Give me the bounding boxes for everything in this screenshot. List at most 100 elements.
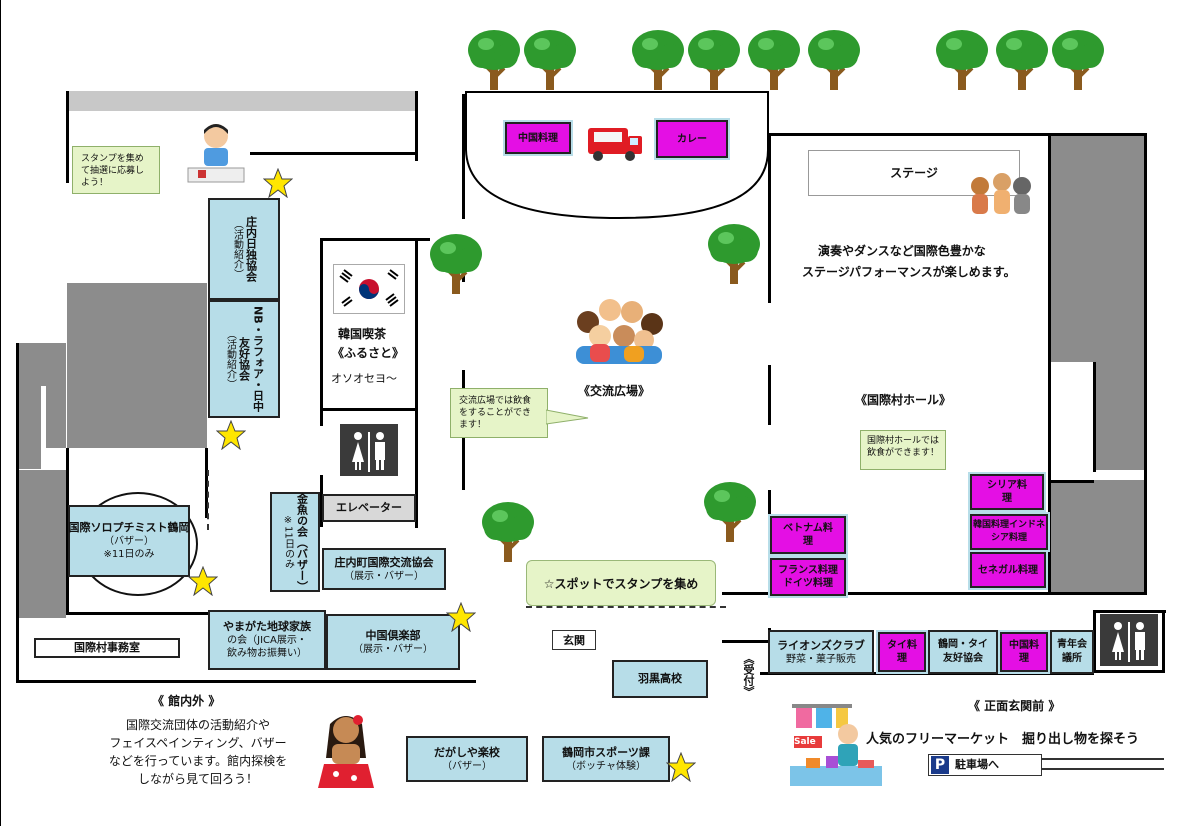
tree-icon [994,28,1050,92]
sale-tag: Sale [794,737,816,747]
front-entrance-title: 《 正面玄関前 》 [968,699,1061,713]
tree-icon [630,28,686,92]
parking-path [1042,758,1164,770]
korean-cafe-label: 韓国喫茶 [338,327,387,341]
crowd-icon [576,299,663,364]
tree-icon [806,28,862,92]
booth-soroptimist[interactable]: 国際ソロプチミスト鶴岡 （バザー） ※11日のみ [68,505,190,577]
food-booth-label: セネガル料理 [978,564,1038,576]
booth-note: ※11日のみ [282,515,294,569]
booth-label: 青年会議所 [1057,639,1087,664]
food-booth-label: タイ料理 [887,640,917,664]
booth-label: 庄内日独協会 [244,216,258,282]
speech-tail [546,409,589,425]
booth-tsuruoka-thai[interactable]: 鶴岡・タイ 友好協会 [928,630,998,674]
booth-shonai-intl[interactable]: 庄内町国際交流協会 （展示・バザー） [322,548,446,590]
booth-sublabel: （展示・バザー） [344,570,424,582]
food-booth-curry[interactable]: カレー [654,118,730,160]
star-icon [263,168,293,198]
stamp-child-icon [187,124,245,183]
parking-sign[interactable]: P 駐車場へ [928,754,1042,776]
dashed-divider [526,606,726,608]
booth-label: 金魚の会（バザー） [295,492,309,592]
stamp-spot-banner: ☆スポットでスタンプを集め [526,560,716,606]
booth-label: ライオンズクラブ [777,638,865,652]
entrance: 玄関 [552,630,596,650]
reception: 《受付》 [736,642,760,708]
outside-desc-line: などを行っています。館内探検を [108,754,288,768]
food-booth-france-germany[interactable]: フランス料理ドイツ料理 [768,556,848,598]
booth-youth[interactable]: 青年会議所 [1050,630,1094,674]
tree-icon [466,28,522,92]
booth-china-club[interactable]: 中国倶楽部 （展示・バザー） [326,614,460,670]
tree-icon [706,222,762,286]
food-booth-label: カレー [677,133,707,145]
booth-label: だがしや楽校 [434,745,500,759]
booth-sublabel: （バザー） [442,760,492,772]
stage-desc-line: ステージパフォーマンスが楽しめます。 [802,265,1016,279]
stage-label: ステージ [890,166,938,180]
dashed-divider [207,470,209,530]
food-booth-label: フランス料理ドイツ料理 [778,565,838,589]
food-booth-label: シリア料理 [987,480,1027,504]
restroom-icon [1100,614,1158,666]
star-icon [666,752,696,782]
tree-icon [686,28,742,92]
booth-label: 羽黒高校 [638,672,682,685]
plaza-note: 交流広場では飲食をすることができます！ [450,388,548,438]
booth-sublabel: 飲み物お振舞い） [227,648,307,659]
star-icon [188,566,218,596]
korean-cafe-name: 《ふるさと》 [332,346,405,360]
booth-sublabel: （活動紹介） [224,329,236,389]
stamp-spot-text: ☆スポットでスタンプを集め [543,576,699,591]
booth-yamagata[interactable]: やまがた地球家族 の会（JICA展示・ 飲み物お振舞い） [208,610,326,670]
booth-sports[interactable]: 鶴岡市スポーツ課 （ボッチャ体験） [542,736,670,782]
tree-icon [746,28,802,92]
stamp-note: スタンプを集めて抽選に応募しよう！ [72,146,160,194]
tree-icon [702,480,758,544]
food-booth-vietnam[interactable]: ベトナム料理 [768,514,848,556]
food-booth-thai[interactable]: タイ料理 [876,630,928,674]
food-booth-chinese-bottom[interactable]: 中国料理 [998,630,1050,674]
food-booth-senegal[interactable]: セネガル料理 [968,550,1048,590]
tree-icon [480,500,536,564]
booth-note: ※11日のみ [103,549,155,560]
office-label: 国際村事務室 [74,641,140,654]
star-icon [216,420,246,450]
parking-icon: P [931,756,949,774]
hall-note: 国際村ホールでは飲食ができます！ [860,430,946,470]
booth-shonai-german[interactable]: 庄内日独協会 （活動紹介） [208,198,280,300]
booth-label: 庄内町国際交流協会 [334,555,434,569]
booth-haguro[interactable]: 羽黒高校 [612,660,708,698]
booth-label: やまがた地球家族 [223,620,311,633]
flea-market-icon [790,704,882,786]
booth-lions[interactable]: ライオンズクラブ 野菜・菓子販売 [768,630,874,674]
booth-sublabel: （活動紹介） [231,219,243,279]
food-booth-label: 中国料理 [1009,640,1039,664]
booth-label: NB・ラフォア・日中 [251,306,265,412]
food-booth-syria[interactable]: シリア料理 [968,472,1046,512]
booth-nb-laforet[interactable]: NB・ラフォア・日中 友好協会 （活動紹介） [208,300,280,418]
outside-desc-line: しながら見て回ろう！ [137,772,258,786]
entrance-label: 玄関 [563,634,585,647]
animals-band-icon [971,173,1031,214]
stamp-note-text: スタンプを集めて抽選に応募しよう！ [81,154,145,188]
food-truck-icon [588,128,642,161]
booth-sublabel: （展示・バザー） [353,643,433,655]
booth-dagashiya[interactable]: だがしや楽校 （バザー） [406,736,528,782]
outside-title: 《 館内外 》 [152,694,221,708]
booth-label: 国際ソロプチミスト鶴岡 [68,521,190,534]
tree-icon [1050,28,1106,92]
tree-icon [522,28,578,92]
booth-sublabel: 野菜・菓子販売 [786,653,856,665]
outside-desc-line: フェイスペインティング、バザー [109,736,287,750]
office: 国際村事務室 [34,638,180,658]
booth-label: 鶴岡市スポーツ課 [562,745,650,759]
booth-goldfish[interactable]: 金魚の会（バザー） ※11日のみ [270,492,320,592]
hula-girl-icon [318,715,374,788]
tree-icon [428,232,484,296]
food-booth-chinese-top[interactable]: 中国料理 [503,120,573,156]
food-booth-label: 韓国料理インドネシア料理 [973,520,1046,543]
outside-description: 国際交流団体の活動紹介や フェイスペインティング、バザー などを行っています。館… [88,716,308,788]
food-booth-korea-indonesia[interactable]: 韓国料理インドネシア料理 [968,512,1050,552]
